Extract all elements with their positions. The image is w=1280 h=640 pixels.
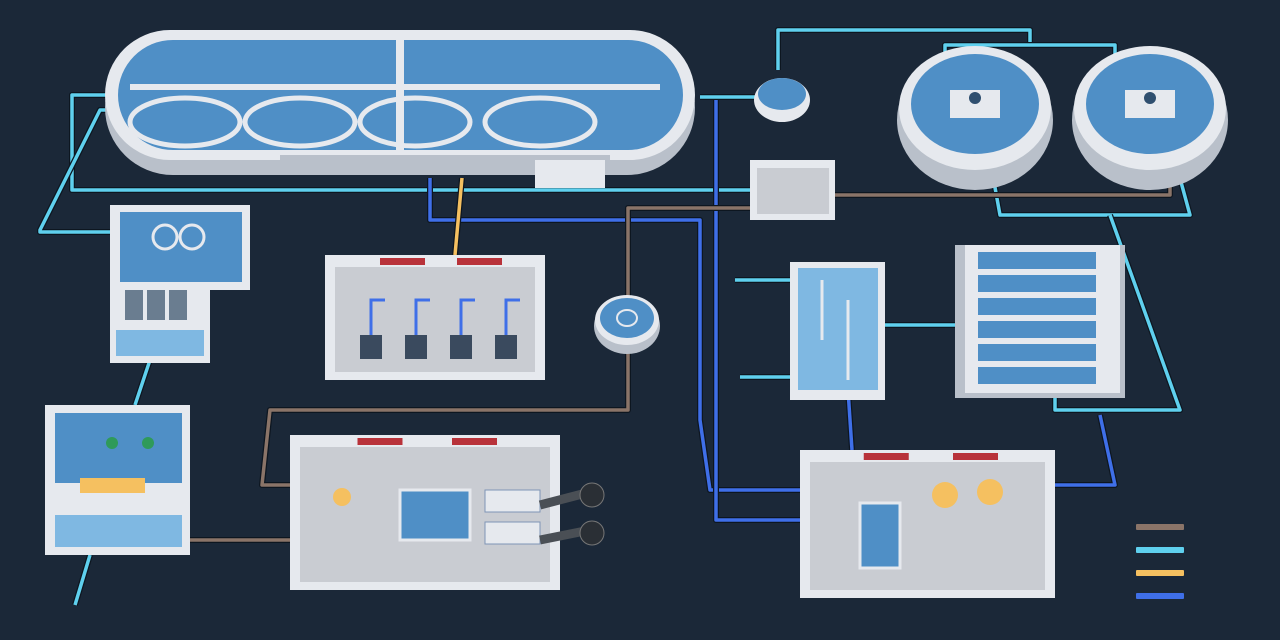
aerator [178, 223, 206, 251]
blower [360, 335, 382, 359]
belt-press [484, 521, 541, 545]
ditch-channel [357, 95, 473, 149]
window [452, 438, 497, 445]
disinfection-water [798, 268, 878, 390]
blower-building [325, 255, 545, 380]
distribution-well-water [758, 78, 806, 110]
pipe [428, 178, 800, 492]
legend-air-line [1136, 593, 1184, 599]
pipe [714, 100, 800, 522]
window [863, 453, 909, 460]
screen-machine [169, 290, 187, 320]
ditch-platform [280, 155, 610, 173]
pipe [1053, 214, 1182, 412]
aerator [151, 223, 179, 251]
legend-chemical-line [1136, 570, 1184, 576]
pipe [453, 177, 464, 256]
screen-machine [147, 290, 165, 320]
chemical-dosing-building [800, 450, 1055, 598]
chemical-tank [932, 482, 958, 508]
blower-pipe [369, 298, 385, 335]
sludge-dewatering-building [290, 435, 560, 590]
window [357, 438, 403, 445]
building-floor [810, 462, 1045, 590]
ditch-channel [482, 95, 598, 149]
pipe [133, 359, 152, 406]
screen-machine [125, 290, 143, 320]
pipe-shadow [37, 107, 120, 235]
clarifier-drive [1144, 92, 1156, 104]
blower-pipe [414, 298, 430, 335]
chemical-tank [977, 479, 1003, 505]
ditch-outlet [535, 160, 605, 188]
pump-motor [106, 437, 118, 449]
pipe [38, 108, 120, 234]
pipe [776, 28, 1032, 70]
pump-motor [142, 437, 154, 449]
ditch-channel [127, 95, 243, 149]
pump-house-floor [757, 168, 829, 214]
blower [495, 335, 517, 359]
gate-beam [80, 478, 145, 493]
filter-cell [978, 367, 1096, 384]
window [380, 258, 425, 265]
inlet-water-lower [55, 515, 182, 547]
legend-sludge-line [1136, 524, 1184, 530]
chemical-tank [333, 488, 351, 506]
legend-water-line [1136, 547, 1184, 553]
pipe [73, 554, 92, 606]
sludge-hopper [579, 482, 605, 508]
window [457, 258, 502, 265]
clarifier-drive [969, 92, 981, 104]
grit-chamber-water [120, 212, 242, 282]
blower [450, 335, 472, 359]
pipe [260, 206, 750, 487]
belt-press [484, 489, 541, 513]
pipe [1040, 414, 1117, 487]
ditch-channel [242, 95, 358, 149]
blower-pipe [504, 298, 520, 335]
filter-cell [978, 275, 1096, 292]
window [953, 453, 998, 460]
sludge-hopper [579, 520, 605, 546]
filter-cell [978, 321, 1096, 338]
treatment-units [45, 30, 1228, 598]
filter-cell [978, 298, 1096, 315]
screen-channel-water [116, 330, 204, 356]
legend [1136, 524, 1184, 616]
blower [405, 335, 427, 359]
inlet-water [55, 413, 182, 483]
filter-cell [978, 252, 1096, 269]
blower-pipe [459, 298, 475, 335]
dosing-tank [858, 501, 902, 570]
sludge-tank [398, 488, 472, 542]
sludge-thickener-water [600, 298, 654, 338]
filter-cell [978, 344, 1096, 361]
thickener-center [616, 309, 638, 327]
pipe [70, 93, 750, 192]
